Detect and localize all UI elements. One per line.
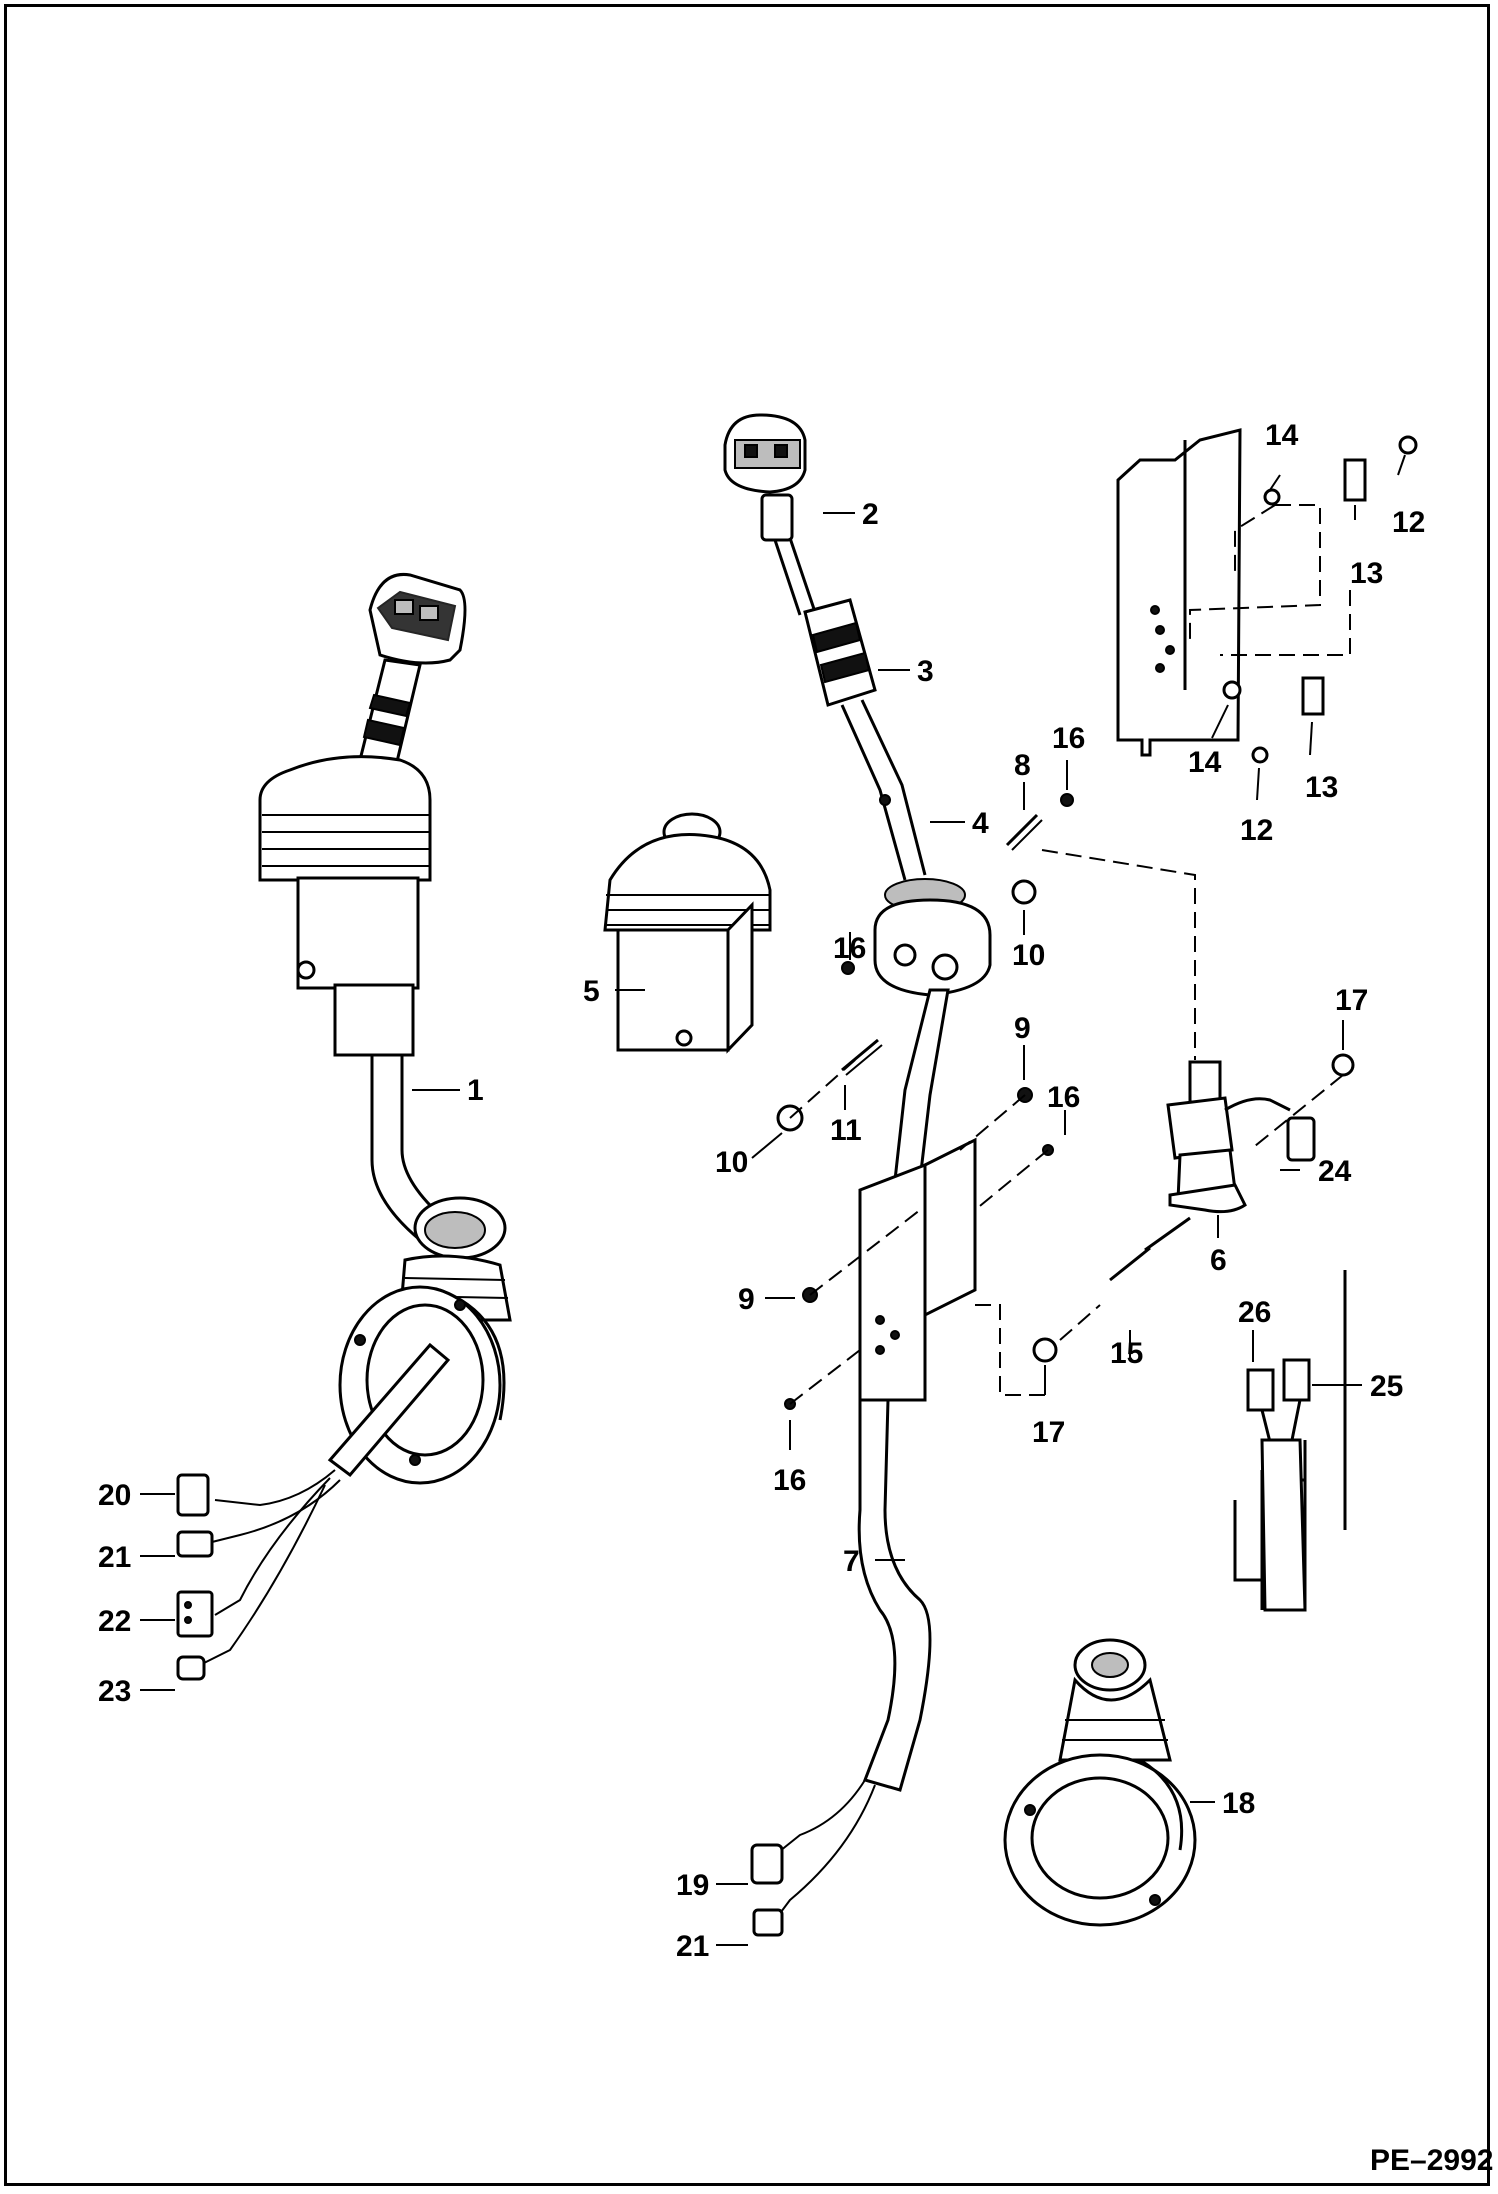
boot-housing-5 — [603, 812, 772, 1054]
callout-20: 20 — [98, 1479, 131, 1512]
callout-14b: 14 — [1188, 746, 1222, 779]
callout-13a: 13 — [1350, 557, 1383, 590]
callout-10b: 10 — [715, 1146, 748, 1179]
callout-1: 1 — [467, 1074, 484, 1107]
callout-18: 18 — [1222, 1787, 1255, 1820]
boot-flange-18 — [1003, 1638, 1197, 1927]
callout-24: 24 — [1318, 1155, 1352, 1188]
callout-15: 15 — [1110, 1337, 1143, 1370]
leader-dashed — [1041, 849, 1196, 1060]
document-id: PE–2992 — [1370, 2144, 1493, 2177]
callout-25: 25 — [1370, 1370, 1403, 1403]
callout-5: 5 — [583, 975, 600, 1008]
mount-bracket — [1116, 428, 1418, 764]
callout-23: 23 — [98, 1675, 131, 1708]
callout-17b: 17 — [1032, 1416, 1065, 1449]
callout-12a: 12 — [1392, 506, 1425, 539]
callout-7: 7 — [843, 1545, 860, 1578]
switch-6 — [1032, 1053, 1355, 1363]
center-handle-assembly — [723, 413, 1074, 1937]
callout-4: 4 — [972, 807, 989, 840]
callout-22: 22 — [98, 1605, 131, 1638]
diagram-frame — [4, 4, 1490, 2186]
callout-11: 11 — [830, 1114, 862, 1147]
callout-21a: 21 — [98, 1541, 131, 1574]
callout-19: 19 — [676, 1869, 709, 1902]
callout-26: 26 — [1238, 1296, 1271, 1329]
callout-14a: 14 — [1265, 419, 1299, 452]
callout-2: 2 — [862, 498, 879, 531]
callout-leaders — [140, 454, 1406, 1946]
callout-13b: 13 — [1305, 771, 1338, 804]
callout-9a: 9 — [1014, 1012, 1031, 1045]
callout-12b: 12 — [1240, 814, 1273, 847]
callout-21b: 21 — [676, 1930, 709, 1963]
callout-16c: 16 — [1047, 1081, 1080, 1114]
callout-10a: 10 — [1012, 939, 1045, 972]
joystick-assembly-1 — [176, 572, 512, 1681]
callout-8: 8 — [1014, 749, 1031, 782]
callout-labels: 1 2 3 4 5 6 7 8 9 9 10 10 11 12 12 13 13… — [98, 419, 1425, 1963]
callout-16b: 16 — [833, 932, 866, 965]
callout-6: 6 — [1210, 1244, 1227, 1277]
callout-16d: 16 — [773, 1464, 806, 1497]
callout-17a: 17 — [1335, 984, 1368, 1017]
callout-16a: 16 — [1052, 722, 1085, 755]
callout-3: 3 — [917, 655, 934, 688]
callout-9b: 9 — [738, 1283, 755, 1316]
harness-clip — [1233, 1270, 1347, 1612]
